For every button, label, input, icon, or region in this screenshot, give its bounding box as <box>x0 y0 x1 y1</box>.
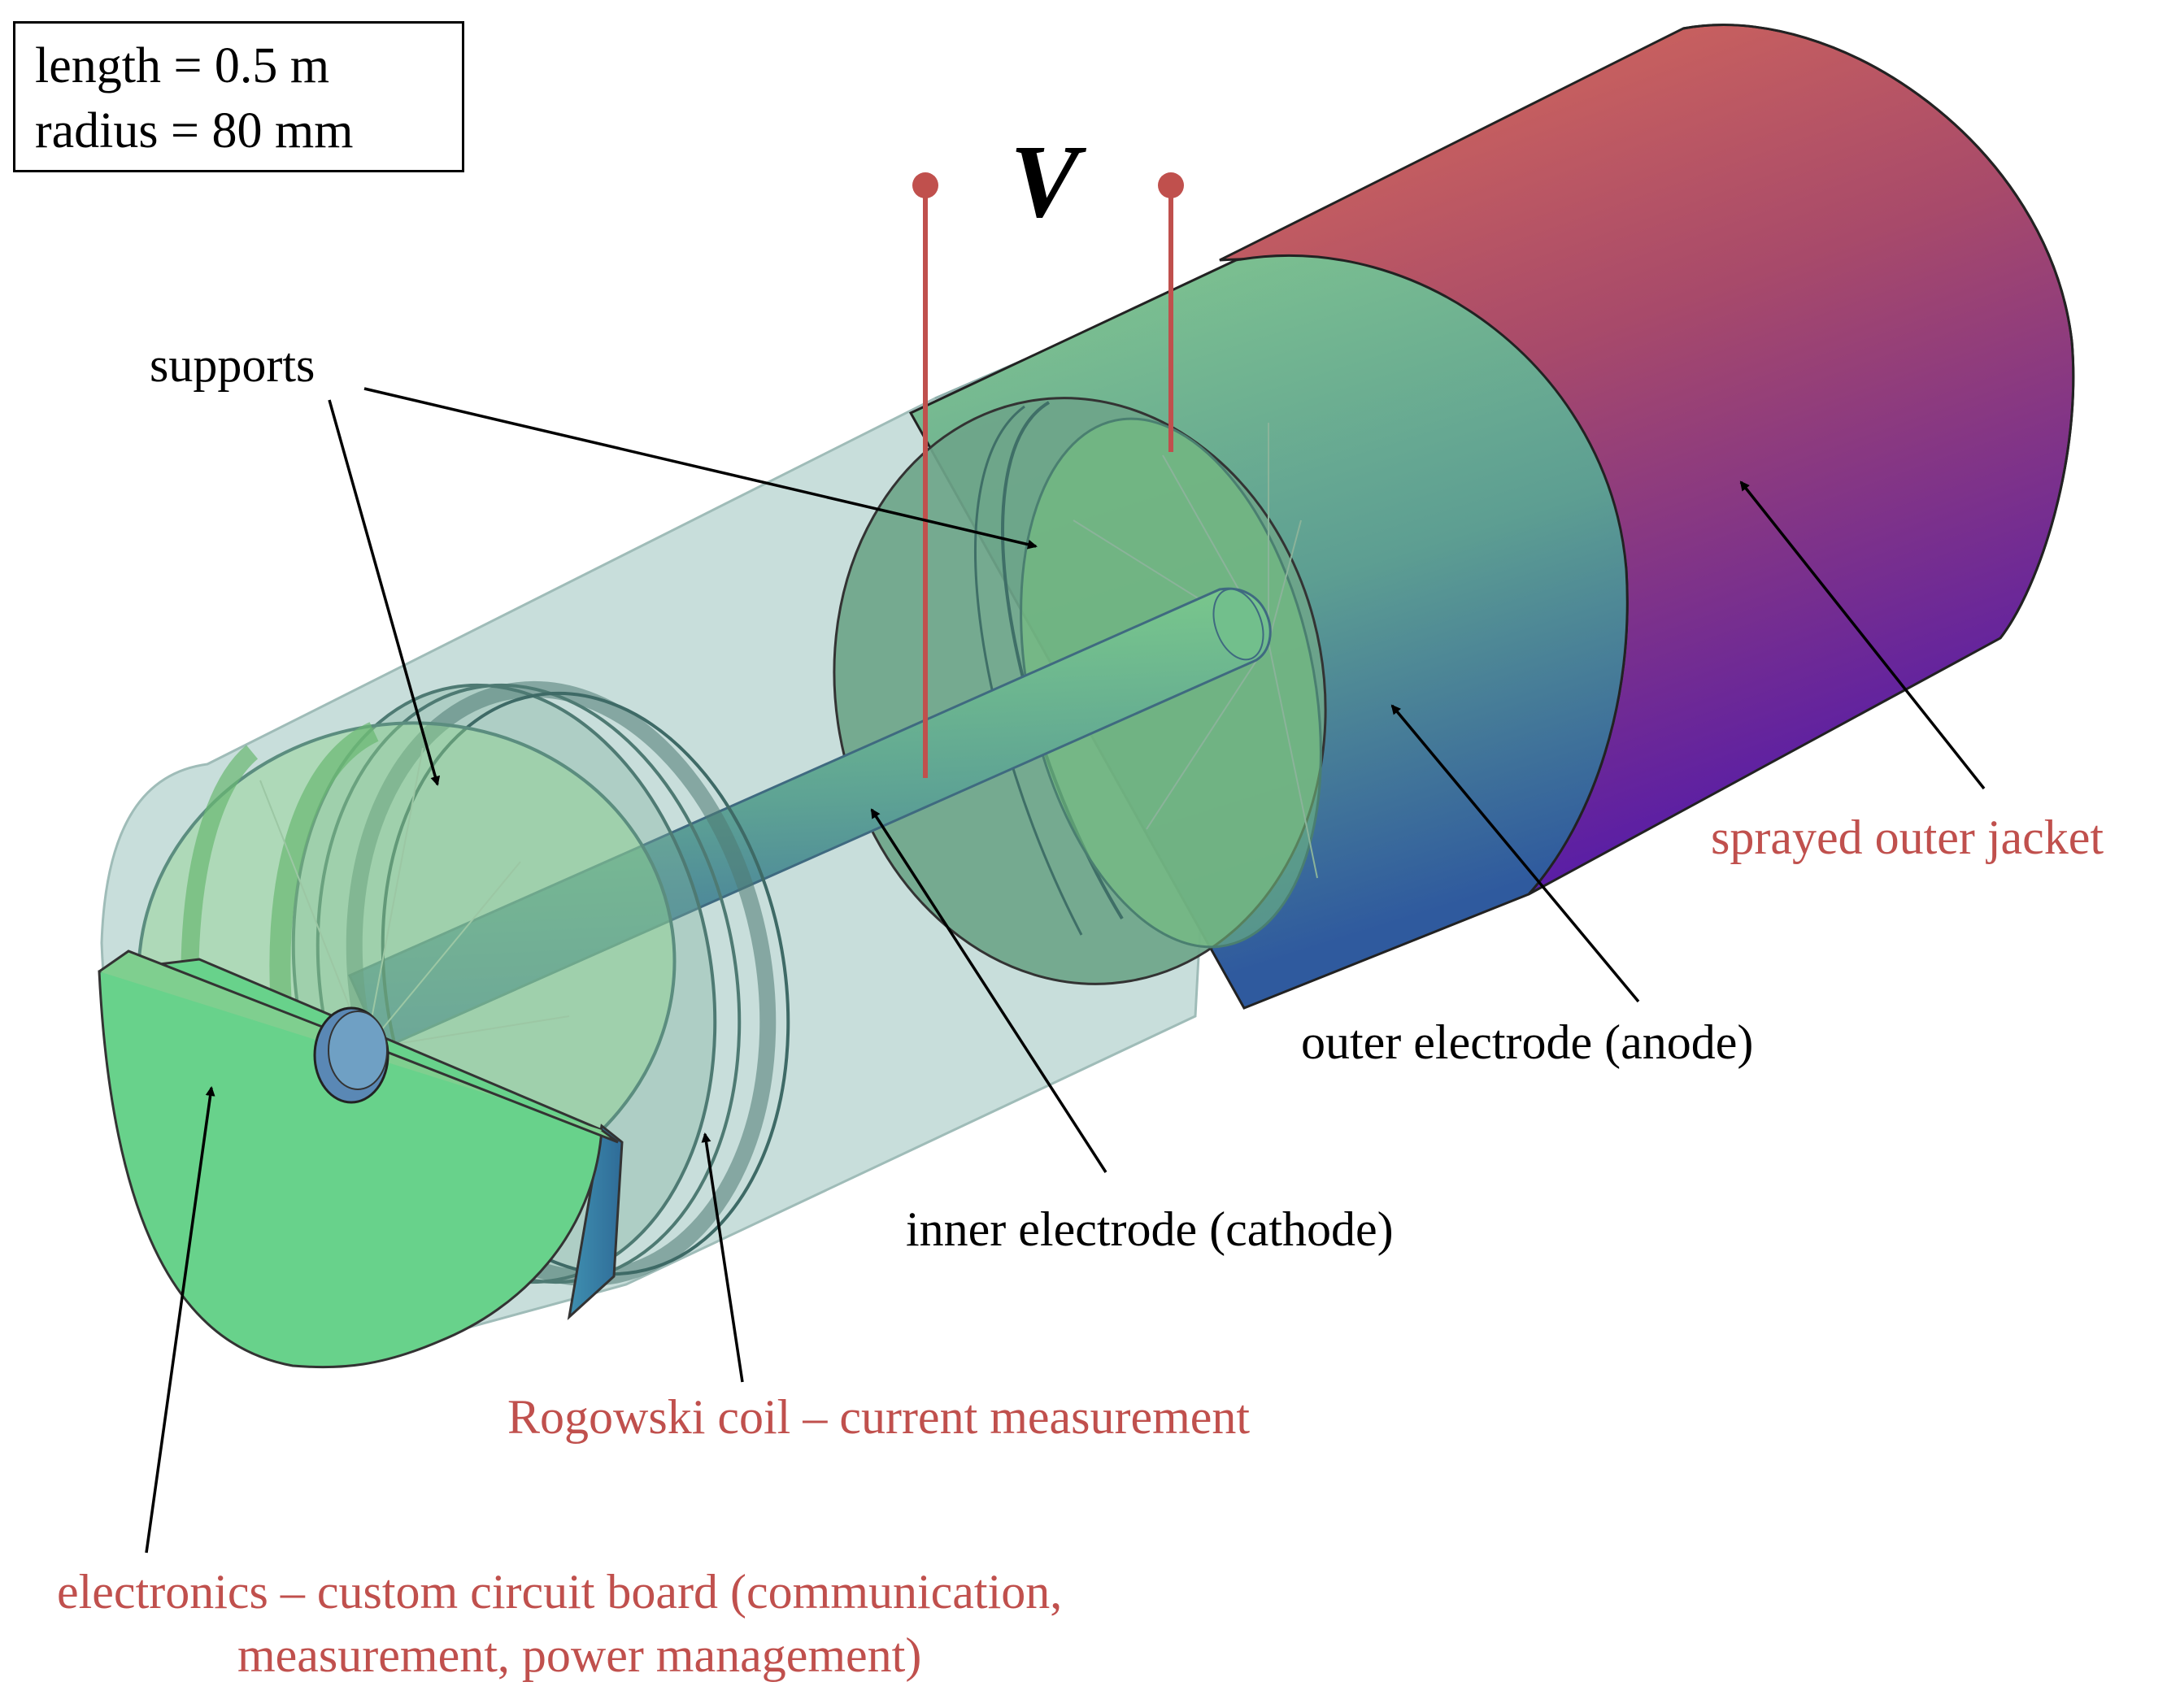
cathode-arrow <box>870 808 1107 1173</box>
radius-text: radius = 80 mm <box>35 103 354 159</box>
cathode-terminal <box>912 172 938 198</box>
leader-lines <box>145 387 1986 1554</box>
dimensions-box: length = 0.5 m radius = 80 mm <box>13 21 464 172</box>
rogowski-arrow <box>701 1132 744 1383</box>
electronics-label-line-2: measurement, power management) <box>237 1628 922 1682</box>
length-text: length = 0.5 m <box>35 38 330 93</box>
cathode-rod-shape <box>348 587 1272 1050</box>
inner-electrode-label: inner electrode (cathode) <box>906 1202 1394 1256</box>
electronics-label-line-1: electronics – custom circuit board (comm… <box>57 1565 1063 1619</box>
voltage-symbol: V <box>1010 124 1080 239</box>
electronics-board-shape <box>98 950 624 1369</box>
sprayed-outer-jacket-label: sprayed outer jacket <box>1711 811 2104 864</box>
supports-label: supports <box>150 338 315 392</box>
jacket-arrow <box>1739 480 1986 790</box>
rogowski-coil-label: Rogowski coil – current measurement <box>507 1390 1251 1444</box>
anode-arrow <box>1390 704 1640 1003</box>
voltage-leads <box>912 172 1184 778</box>
anode-terminal <box>1158 172 1184 198</box>
electronics-arrow <box>145 1086 215 1554</box>
supports-arrow-right <box>363 387 1038 550</box>
supports-arrow-left <box>328 399 441 786</box>
outer-electrode-label: outer electrode (anode) <box>1301 1015 1754 1069</box>
